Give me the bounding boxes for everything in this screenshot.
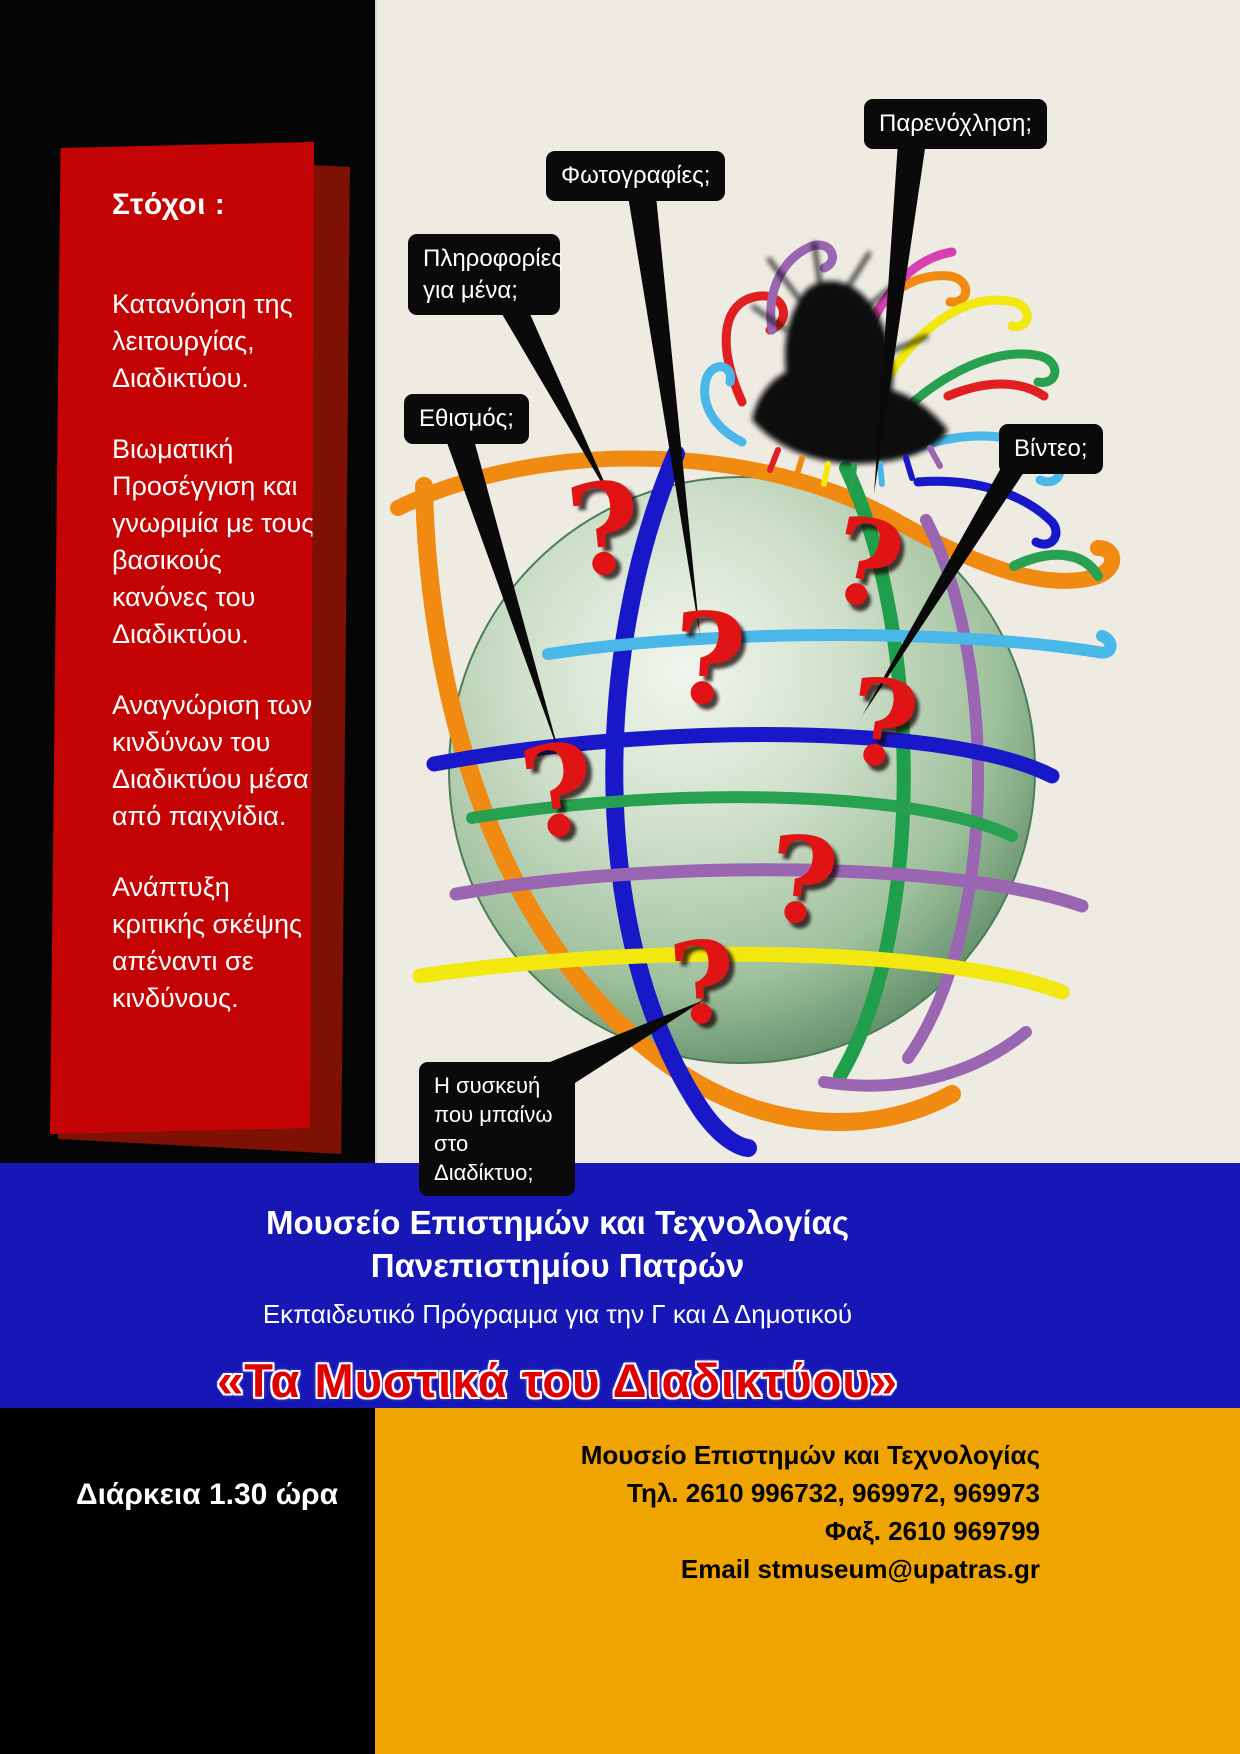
question-mark: ? <box>665 915 741 1052</box>
callout-device: Η συσκευή που μπαίνω στο Διαδίκτυο; <box>419 1062 575 1197</box>
goals-panel: Στόχοι : Κατανόηση της λειτουργίας, Διαδ… <box>50 142 314 1134</box>
goals-heading: Στόχοι : <box>112 188 226 221</box>
museum-name-line2: Πανεπιστημίου Πατρών <box>370 1247 745 1284</box>
contact-email: Email stmuseum@upatras.gr <box>680 1554 1040 1584</box>
bottom-info-bar: Μουσείο Επιστημών και Τεχνολογίας Τηλ. 2… <box>0 1408 1240 1754</box>
duration-label: Διάρκεια 1.30 ώρα <box>76 1478 339 1511</box>
goal-item: Κατανόηση της λειτουργίας, Διαδικτύου. <box>112 289 293 393</box>
question-mark: ? <box>560 453 649 607</box>
contact-tel: Τηλ. 2610 996732, 969972, 969973 <box>627 1478 1040 1508</box>
goal-item: Βιωματική Προσέγγιση και γνωριμία με του… <box>112 434 315 649</box>
contact-block: Μουσείο Επιστημών και Τεχνολογίας Τηλ. 2… <box>375 1408 1240 1754</box>
goal-item: Αναγνώριση των κινδύνων του Διαδικτύου μ… <box>112 690 313 831</box>
goal-item: Ανάπτυξη κριτικής σκέψης απέναντι σε κιν… <box>112 872 303 1013</box>
callout-addiction: Εθισμός; <box>404 394 529 444</box>
question-mark: ? <box>760 807 845 954</box>
museum-name-line1: Μουσείο Επιστημών και Τεχνολογίας <box>266 1204 849 1241</box>
callout-harassment: Παρενόχληση; <box>864 99 1048 149</box>
contact-name: Μουσείο Επιστημών και Τεχνολογίας <box>580 1440 1040 1470</box>
callout-personal-info: Πληροφορίες για μένα; <box>408 234 563 316</box>
footer-blue-band: Μουσείο Επιστημών και Τεχνολογίας Πανεπι… <box>0 1163 1240 1408</box>
question-mark: ? <box>667 584 751 736</box>
callout-photos: Φωτογραφίες; <box>546 151 726 201</box>
poster-title: «Τα Μυστικά του Διαδικτύου» <box>217 1354 898 1407</box>
contact-fax: Φαξ. 2610 969799 <box>824 1516 1040 1546</box>
program-subtitle: Εκπαιδευτικό Πρόγραμμα για την Γ και Δ Δ… <box>262 1299 853 1329</box>
callout-video: Βίντεο; <box>999 424 1103 474</box>
illustration-canvas <box>375 0 1240 1163</box>
